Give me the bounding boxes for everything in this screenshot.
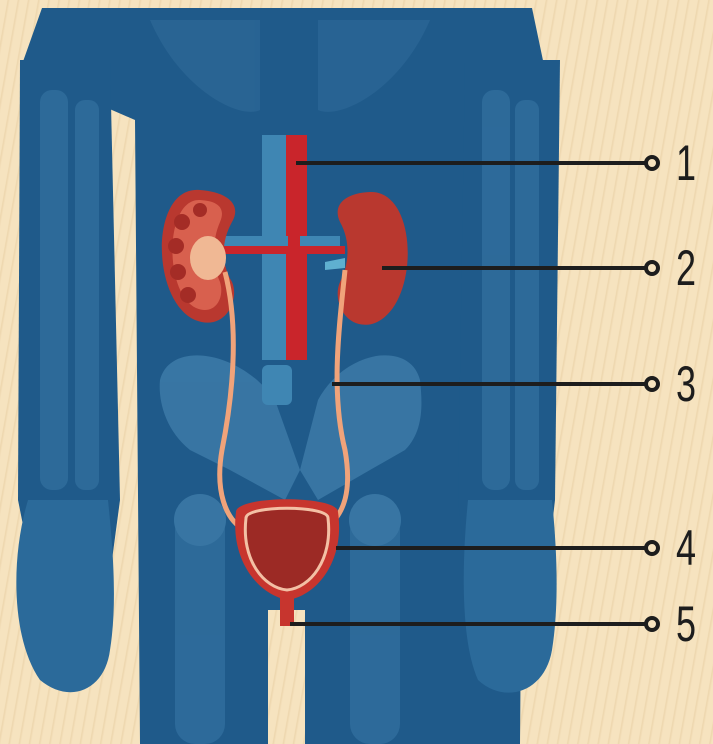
endpoint-5 — [646, 618, 658, 630]
urethra — [280, 598, 294, 626]
endpoint-3 — [646, 378, 658, 390]
label-4: 4 — [676, 523, 696, 573]
label-5: 5 — [676, 599, 696, 649]
leader-endpoints — [646, 157, 658, 630]
label-2: 2 — [676, 243, 696, 293]
endpoint-2 — [646, 262, 658, 274]
label-3: 3 — [676, 359, 696, 409]
endpoint-4 — [646, 542, 658, 554]
label-1: 1 — [676, 138, 696, 188]
endpoint-1 — [646, 157, 658, 169]
